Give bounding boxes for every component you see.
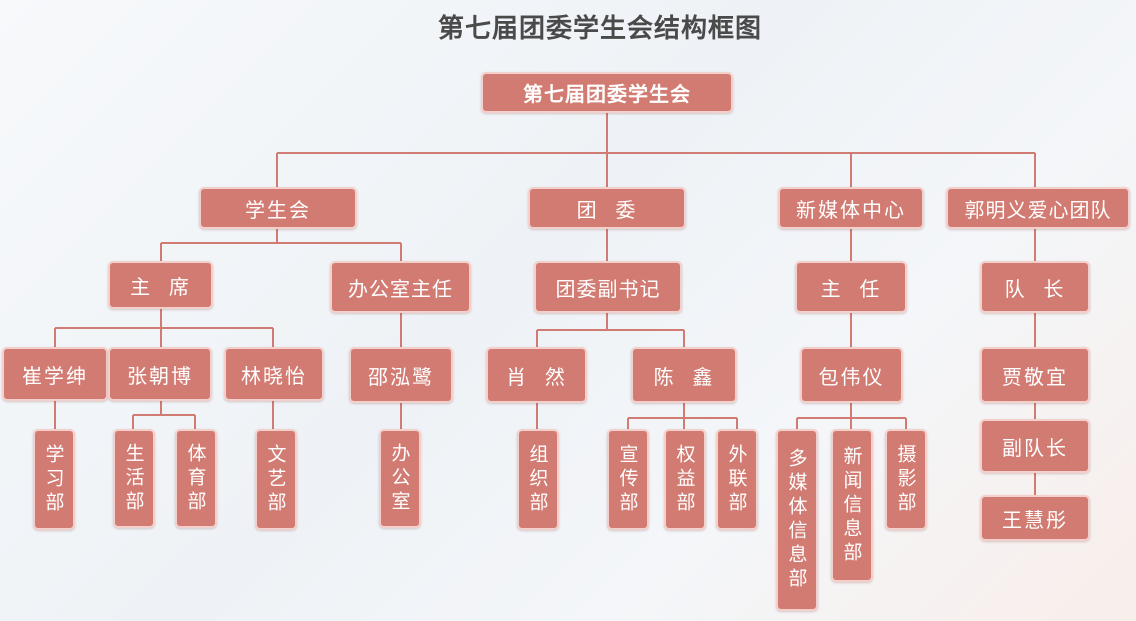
dept-sports: 体育部 [175,429,217,528]
node-chen-xin: 陈 鑫 [631,347,737,403]
node-bao-weiyi: 包伟仪 [800,347,903,403]
node-office-director: 办公室主任 [330,261,471,313]
dept-rights: 权益部 [664,429,706,530]
dept-publicity: 宣传部 [607,429,649,530]
dept-life: 生活部 [113,429,155,528]
node-lin-xiaoyi: 林晓怡 [224,347,324,401]
node-zhang-chaobo: 张朝博 [108,347,212,401]
dept-study: 学习部 [33,429,75,530]
dept-office: 办公室 [379,429,421,528]
node-youth-league: 团 委 [528,187,686,229]
node-chairman: 主 席 [108,261,213,309]
node-xiao-ran: 肖 然 [486,347,587,403]
node-vice-team-leader: 副队长 [980,419,1090,473]
node-volunteer-team: 郭明义爱心团队 [946,187,1130,229]
node-student-union: 学生会 [199,187,357,229]
root-node: 第七届团委学生会 [481,72,733,113]
dept-multimedia-info: 多媒体信息部 [776,429,818,611]
dept-arts: 文艺部 [255,429,297,530]
node-team-leader: 队 长 [980,261,1090,313]
node-deputy-secretary: 团委副书记 [534,261,682,313]
node-new-media-center: 新媒体中心 [778,187,924,229]
dept-organization: 组织部 [517,429,559,530]
node-jia-jingyi: 贾敬宜 [980,347,1090,403]
chart-title: 第七届团委学生会结构框图 [437,14,762,44]
dept-news-info: 新闻信息部 [831,429,873,582]
node-shao-honglu: 邵泓鹭 [349,347,453,403]
node-director: 主 任 [795,261,907,313]
dept-photography: 摄影部 [885,429,927,530]
dept-external: 外联部 [716,429,758,530]
node-cui-xueshen: 崔学绅 [2,347,108,401]
node-wang-huitong: 王慧彤 [980,495,1090,541]
